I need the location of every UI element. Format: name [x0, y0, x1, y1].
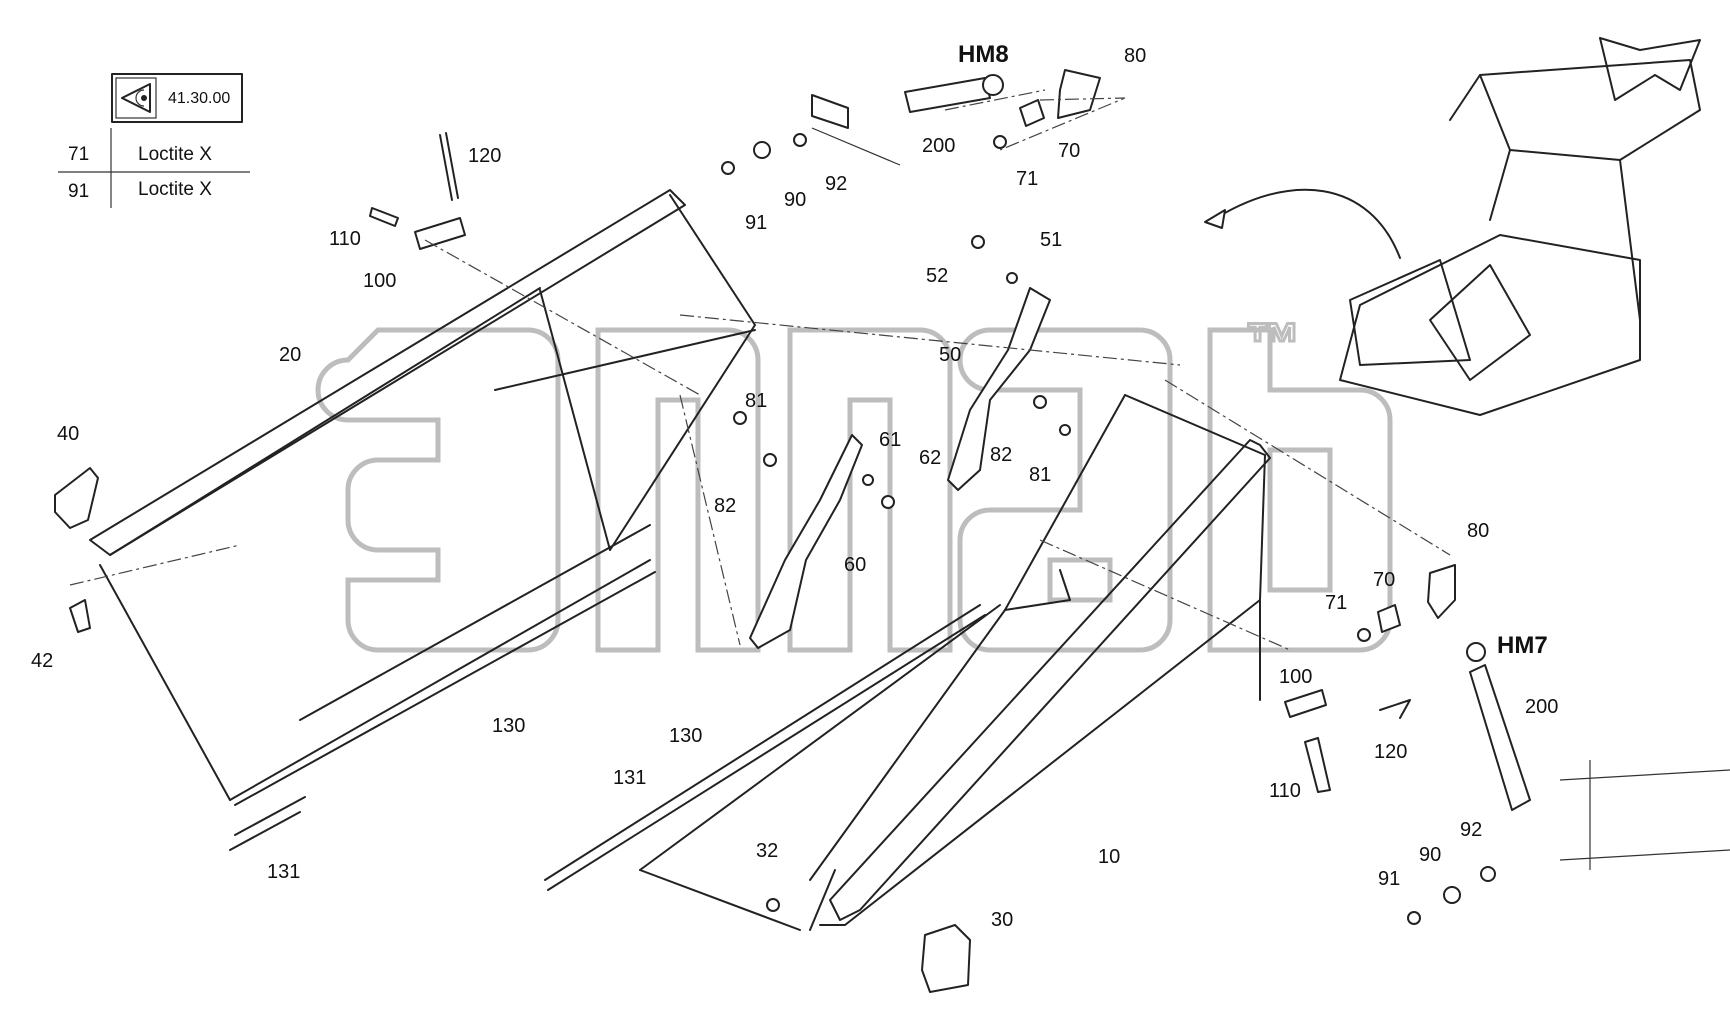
reference-box: 41.30.00	[111, 73, 243, 123]
callout-100-left: 100	[363, 270, 396, 292]
callout-200-hm8: 200	[922, 135, 955, 157]
callout-60: 60	[844, 554, 866, 576]
callout-10: 10	[1098, 846, 1120, 868]
callout-130-right: 130	[669, 725, 702, 747]
callout-70-hm8: 70	[1058, 140, 1080, 162]
flap-plates	[749, 287, 1051, 649]
callouts: 10 20 30 32 40 42 50 51 52 60 61 62 70 7…	[31, 45, 1558, 931]
callout-62: 62	[919, 447, 941, 469]
callout-82-left: 82	[714, 495, 736, 517]
reference-code: 41.30.00	[168, 90, 230, 107]
assembly-lines	[69, 89, 1451, 651]
legend-text-71: Loctite X	[138, 144, 212, 165]
callout-82-right: 82	[990, 444, 1012, 466]
callout-71-hm7: 71	[1325, 592, 1347, 614]
callout-32: 32	[756, 840, 778, 862]
callout-120-left: 120	[468, 145, 501, 167]
callout-91-hm8: 91	[745, 212, 767, 234]
callout-61: 61	[879, 429, 901, 451]
legend-text-91: Loctite X	[138, 179, 212, 200]
callout-200-hm7: 200	[1525, 696, 1558, 718]
left-end-plate	[54, 467, 99, 633]
callout-92-hm7: 92	[1460, 819, 1482, 841]
hm8-title: HM8	[958, 41, 1009, 68]
eye-view-icon	[121, 83, 151, 113]
callout-40: 40	[57, 423, 79, 445]
watermark-trademark: ™	[1245, 311, 1301, 374]
hardware-parts	[369, 132, 1496, 925]
left-hopper-wing	[89, 189, 756, 851]
callout-81-left: 81	[745, 390, 767, 412]
callout-110-left: 110	[329, 228, 361, 250]
hm8-cylinder	[811, 69, 1101, 166]
callout-80-hm8: 80	[1124, 45, 1146, 67]
callout-71-hm8: 71	[1016, 168, 1038, 190]
right-hopper-wing	[544, 394, 1271, 993]
callout-120-right: 120	[1374, 741, 1407, 763]
callout-42: 42	[31, 650, 53, 672]
callout-91-hm7: 91	[1378, 868, 1400, 890]
callout-20: 20	[279, 344, 301, 366]
legend-item-91: 91	[68, 181, 89, 202]
callout-30: 30	[991, 909, 1013, 931]
hm7-cylinder	[1377, 564, 1531, 811]
paver-overview	[1204, 37, 1701, 416]
callout-110-right: 110	[1269, 780, 1301, 802]
callout-50: 50	[939, 344, 961, 366]
legend-item-71: 71	[68, 144, 89, 165]
callout-80-hm7: 80	[1467, 520, 1489, 542]
legend-table: 71 Loctite X 91 Loctite X	[58, 128, 250, 208]
callout-100-right: 100	[1279, 666, 1312, 688]
callout-52: 52	[926, 265, 948, 287]
watermark: ™	[315, 310, 1393, 653]
callout-81-right: 81	[1029, 464, 1051, 486]
callout-131-right: 131	[613, 767, 646, 789]
hm7-title: HM7	[1497, 632, 1548, 659]
callout-90-hm7: 90	[1419, 844, 1441, 866]
callout-131-left: 131	[267, 861, 300, 883]
callout-92-hm8: 92	[825, 173, 847, 195]
callout-51: 51	[1040, 229, 1062, 251]
callout-130-left: 130	[492, 715, 525, 737]
callout-90-hm8: 90	[784, 189, 806, 211]
callout-70-hm7: 70	[1373, 569, 1395, 591]
paver-detail	[1559, 760, 1730, 870]
